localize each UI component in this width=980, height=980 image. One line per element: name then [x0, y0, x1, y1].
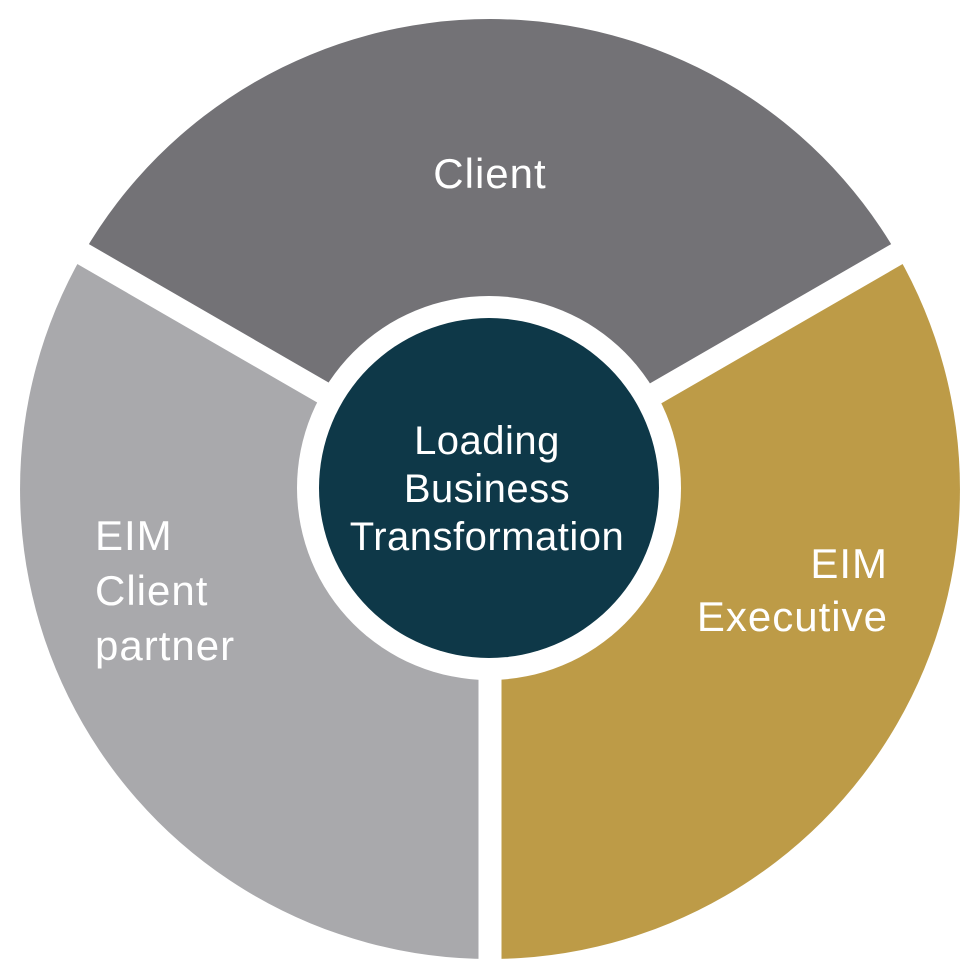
center-circle: [319, 318, 659, 658]
segment-client: [83, 19, 897, 490]
